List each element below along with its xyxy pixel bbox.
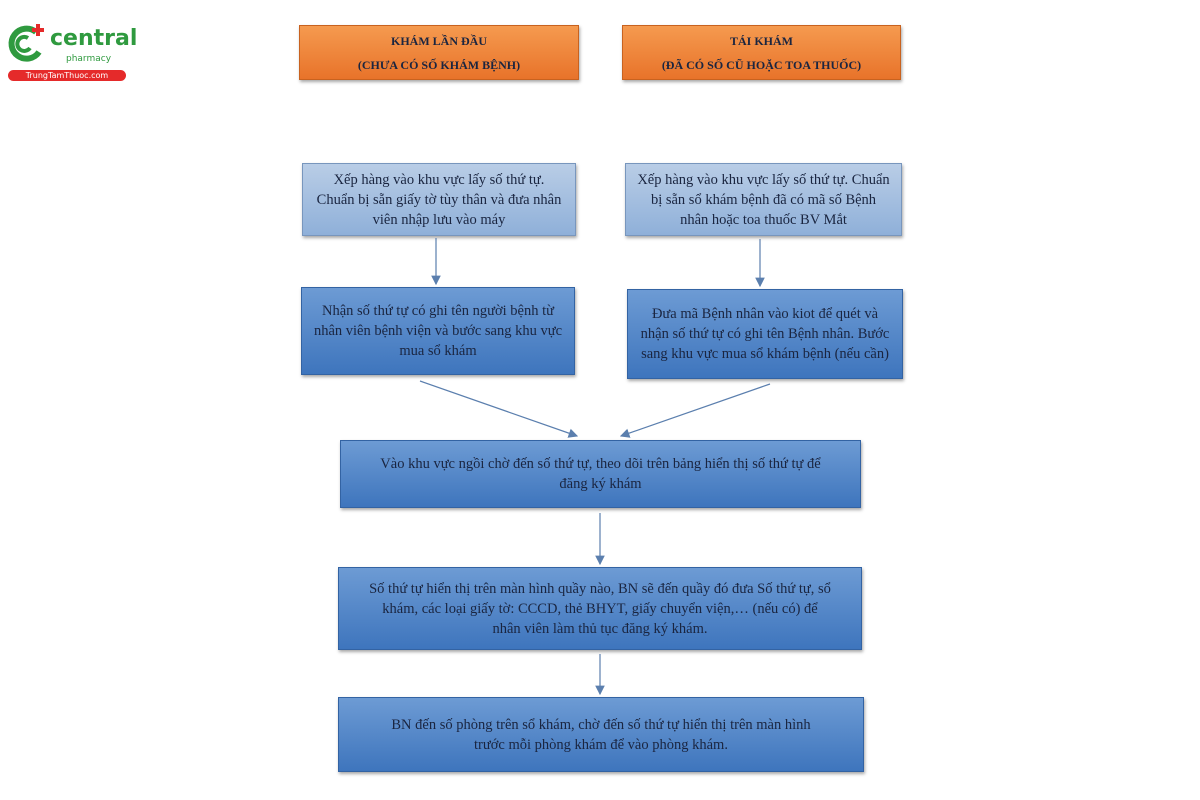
logo-sub: pharmacy: [66, 54, 112, 64]
logo-mark-icon: [8, 24, 44, 62]
step-common-2: Số thứ tự hiển thị trên màn hình quầy nà…: [338, 567, 862, 650]
step-revisit-2: Đưa mã Bệnh nhân vào kiot để quét và nhậ…: [627, 289, 903, 379]
header-title: KHÁM LẦN ĐẦU: [391, 33, 487, 48]
step-common-3: BN đến số phòng trên sổ khám, chờ đến số…: [338, 697, 864, 772]
step-first-visit-2: Nhận số thứ tự có ghi tên người bệnh từ …: [301, 287, 575, 375]
logo-name: central: [50, 26, 138, 51]
step-first-visit-1: Xếp hàng vào khu vực lấy số thứ tự. Chuẩ…: [302, 163, 576, 236]
header-revisit: TÁI KHÁM (ĐÃ CÓ SỐ CŨ HOẶC TOA THUỐC): [622, 25, 901, 80]
arrow: [419, 380, 579, 438]
header-first-visit: KHÁM LẦN ĐẦU (CHƯA CÓ SỐ KHÁM BỆNH): [299, 25, 579, 80]
step-revisit-1: Xếp hàng vào khu vực lấy số thứ tự. Chuẩ…: [625, 163, 902, 236]
header-subtitle: (ĐÃ CÓ SỐ CŨ HOẶC TOA THUỐC): [661, 57, 862, 72]
step-common-1: Vào khu vực ngồi chờ đến số thứ tự, theo…: [340, 440, 861, 508]
header-subtitle: (CHƯA CÓ SỐ KHÁM BỆNH): [357, 57, 521, 72]
header-title: TÁI KHÁM: [730, 33, 793, 48]
arrow: [619, 383, 771, 438]
logo-url: TrungTamThuoc.com: [8, 70, 126, 81]
central-pharmacy-logo: central pharmacy TrungTamThuoc.com: [6, 22, 137, 82]
